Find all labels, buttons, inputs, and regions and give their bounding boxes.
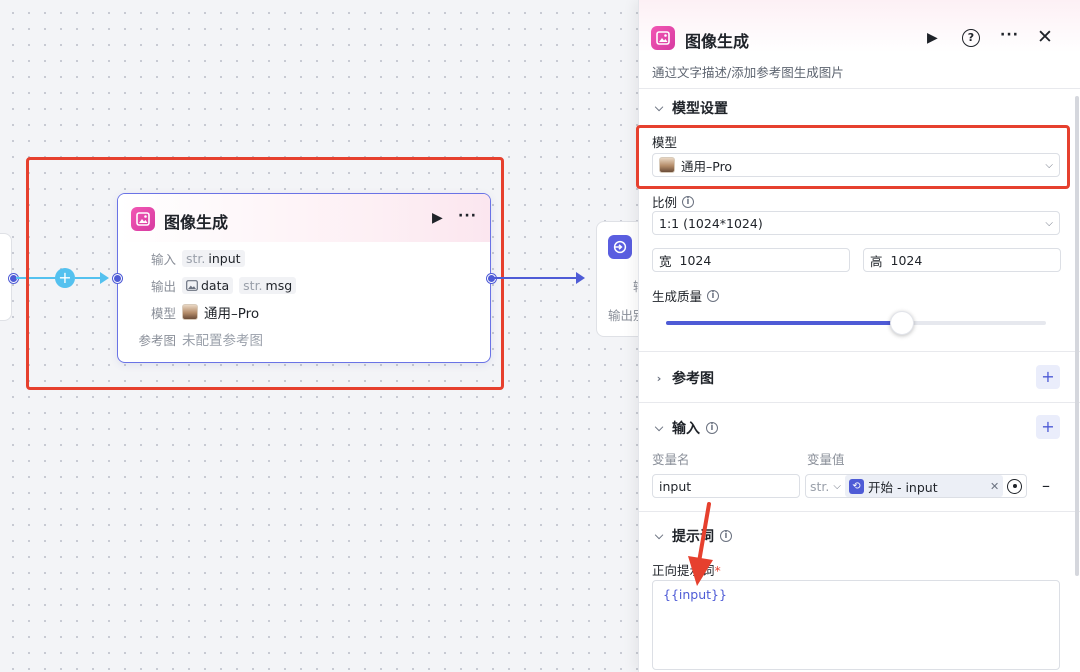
node-title: 图像生成 bbox=[164, 213, 229, 232]
annotation-arrow-icon bbox=[688, 502, 713, 586]
model-select-value: 通用–Pro bbox=[681, 158, 733, 174]
variable-type: str. bbox=[810, 478, 830, 494]
panel-run-play-icon[interactable]: ▶ bbox=[927, 30, 938, 46]
node-input-port[interactable] bbox=[113, 274, 122, 283]
node-model-value: 通用–Pro bbox=[204, 306, 260, 322]
chevron-right-icon: › bbox=[656, 371, 662, 385]
section-title-text: 模型设置 bbox=[672, 101, 728, 117]
panel-header: 图像生成 ▶ ? ··· ✕ 通过文字描述/添加参考图生成图片 bbox=[639, 0, 1080, 88]
ratio-select-value: 1:1 (1024*1024) bbox=[659, 215, 763, 231]
node-run-play-icon[interactable]: ▶ bbox=[432, 210, 443, 226]
clear-icon[interactable]: ✕ bbox=[989, 479, 1000, 493]
ratio-label: 比例 i bbox=[652, 192, 695, 211]
model-field-highlight bbox=[636, 125, 1070, 189]
info-icon[interactable]: i bbox=[682, 195, 695, 208]
node-highlight-box bbox=[26, 157, 504, 390]
panel-divider bbox=[639, 402, 1080, 403]
panel-description: 通过文字描述/添加参考图生成图片 bbox=[652, 65, 844, 80]
quality-slider-thumb[interactable] bbox=[889, 311, 914, 335]
chevron-down-icon: ⌵ bbox=[654, 421, 664, 434]
next-node-row-label: 输出别 bbox=[608, 308, 646, 323]
node-header: 图像生成 ▶ ··· bbox=[118, 194, 490, 242]
panel-scrollbar[interactable] bbox=[1075, 96, 1079, 576]
variable-reference-text: 开始 - input bbox=[867, 479, 938, 495]
info-icon[interactable]: i bbox=[707, 289, 720, 302]
output-data-tag: data bbox=[182, 276, 234, 294]
edge-out-arrow bbox=[576, 272, 585, 284]
remove-input-icon[interactable]: – bbox=[1042, 476, 1050, 495]
variable-name-header: 变量名 bbox=[652, 452, 690, 467]
image-generation-icon bbox=[131, 207, 155, 231]
positive-prompt-value: {{input}} bbox=[663, 587, 727, 602]
close-icon[interactable]: ✕ bbox=[1037, 26, 1053, 48]
chevron-down-icon: ⌵ bbox=[1045, 217, 1053, 229]
section-title-text: 输入 bbox=[672, 421, 700, 437]
add-input-button[interactable]: + bbox=[1036, 415, 1060, 439]
variable-reference-chip[interactable]: ⟲ 开始 - input ✕ bbox=[844, 475, 1004, 497]
node-row-label: 模型 bbox=[150, 305, 176, 321]
node-reference-value: 未配置参考图 bbox=[182, 333, 263, 349]
panel-divider bbox=[639, 88, 1080, 89]
node-more-icon[interactable]: ··· bbox=[458, 208, 477, 224]
panel-image-generation-icon bbox=[651, 26, 675, 50]
ratio-select[interactable]: 1:1 (1024*1024) ⌵ bbox=[652, 211, 1060, 235]
model-label: 模型 bbox=[652, 135, 678, 150]
info-icon[interactable]: i bbox=[720, 530, 732, 542]
section-inputs[interactable]: ⌵ 输入 i bbox=[652, 418, 718, 438]
height-field-value: 1024 bbox=[890, 252, 923, 268]
height-field[interactable]: 高 1024 bbox=[863, 248, 1061, 272]
chevron-down-icon: ⌵ bbox=[1045, 159, 1053, 171]
node-config-panel: 图像生成 ▶ ? ··· ✕ 通过文字描述/添加参考图生成图片 ⌵ 模型设置 模… bbox=[636, 0, 1080, 672]
help-icon[interactable]: ? bbox=[962, 29, 980, 47]
height-field-label: 高 bbox=[870, 253, 883, 269]
start-node-icon: ⟲ bbox=[848, 478, 864, 494]
node-row-model: 模型 通用–Pro bbox=[130, 301, 259, 323]
model-avatar bbox=[182, 304, 198, 320]
image-generation-node[interactable]: 图像生成 ▶ ··· 输入 str.input 输出 data str.msg … bbox=[117, 193, 491, 363]
node-row-input: 输入 str.input bbox=[130, 247, 245, 269]
node-row-reference: 参考图 未配置参考图 bbox=[130, 328, 263, 350]
model-avatar bbox=[659, 157, 675, 173]
quality-slider-track[interactable] bbox=[666, 321, 1046, 325]
image-icon bbox=[186, 279, 198, 291]
quality-slider-fill bbox=[666, 321, 902, 325]
target-icon[interactable] bbox=[1007, 478, 1022, 494]
node-row-output: 输出 data str.msg bbox=[130, 274, 297, 296]
section-title-text: 参考图 bbox=[672, 371, 714, 387]
width-field-label: 宽 bbox=[659, 253, 672, 269]
section-reference[interactable]: › 参考图 bbox=[652, 368, 714, 388]
positive-prompt-textarea[interactable]: {{input}} bbox=[652, 580, 1060, 670]
section-model-settings[interactable]: ⌵ 模型设置 bbox=[652, 98, 728, 118]
model-select[interactable]: 通用–Pro ⌵ bbox=[652, 153, 1060, 177]
chevron-down-icon: ⌵ bbox=[654, 529, 664, 542]
width-field-value: 1024 bbox=[679, 252, 712, 268]
required-mark: * bbox=[714, 563, 721, 578]
edge-in-line-a bbox=[16, 277, 56, 279]
panel-divider bbox=[639, 511, 1080, 512]
variable-name-value: input bbox=[659, 478, 692, 494]
output-msg-tag: str.msg bbox=[239, 276, 297, 294]
chevron-down-icon: ⌵ bbox=[654, 101, 664, 114]
info-icon[interactable]: i bbox=[706, 422, 718, 434]
edge-out-line bbox=[494, 277, 578, 279]
panel-more-icon[interactable]: ··· bbox=[1000, 27, 1019, 43]
add-node-plus-icon[interactable]: + bbox=[55, 268, 75, 288]
edge-in-line-b bbox=[75, 277, 103, 279]
input-variable-tag: str.input bbox=[182, 249, 245, 267]
node-row-label: 输入 bbox=[150, 251, 176, 267]
output-node-icon bbox=[608, 235, 632, 259]
node-row-label: 参考图 bbox=[138, 332, 176, 348]
panel-title: 图像生成 bbox=[685, 32, 750, 51]
variable-name-input[interactable]: input bbox=[652, 474, 800, 498]
quality-label: 生成质量 i bbox=[652, 286, 720, 305]
node-row-label: 输出 bbox=[150, 278, 176, 294]
chevron-down-icon[interactable]: ⌵ bbox=[833, 480, 841, 492]
add-reference-button[interactable]: + bbox=[1036, 365, 1060, 389]
panel-divider bbox=[639, 351, 1080, 352]
variable-value-header: 变量值 bbox=[807, 452, 845, 467]
variable-value-field[interactable]: str. ⌵ ⟲ 开始 - input ✕ bbox=[805, 474, 1027, 498]
width-field[interactable]: 宽 1024 bbox=[652, 248, 850, 272]
edge-in-arrow bbox=[100, 272, 109, 284]
